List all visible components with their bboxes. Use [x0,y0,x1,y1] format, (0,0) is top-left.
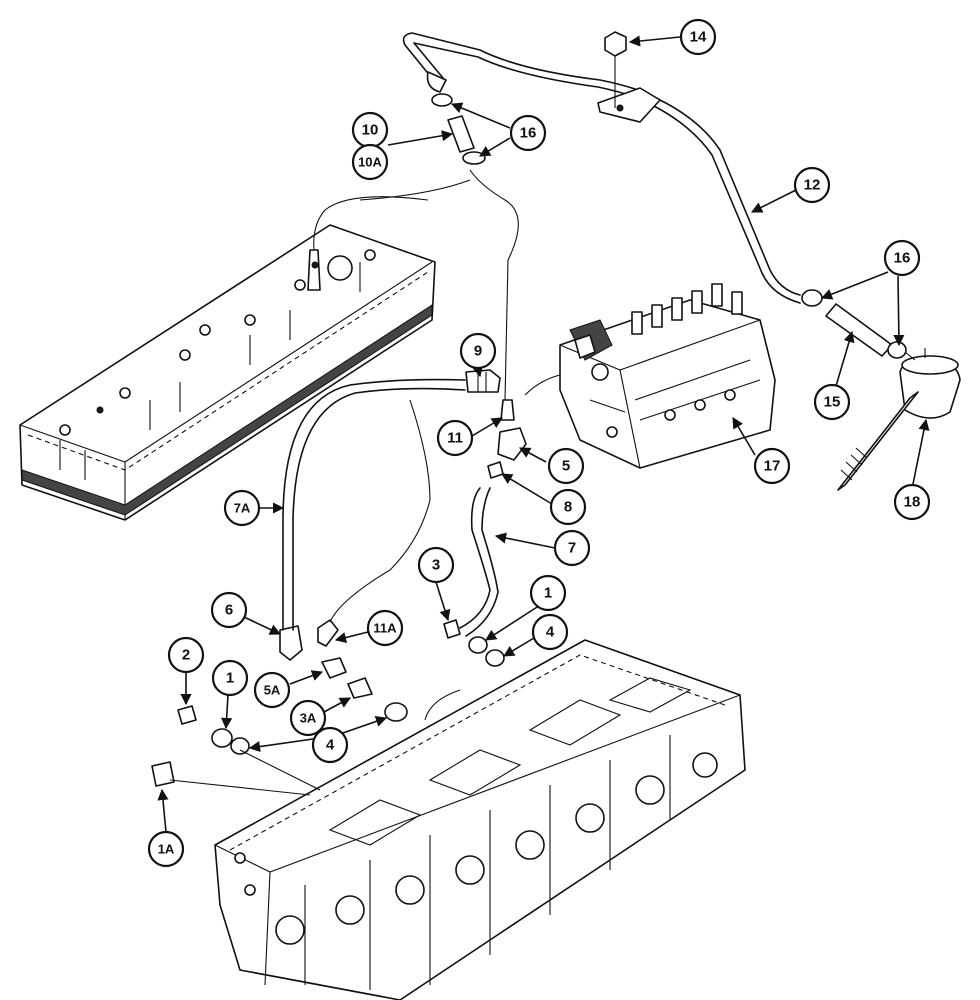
callout-18: 18 [893,483,931,521]
callout-16-right: 16 [883,239,921,277]
callout-1a: 1A [147,830,185,868]
callout-12: 12 [793,166,831,204]
callout-15: 15 [813,383,851,421]
callout-8-label: 8 [564,499,572,516]
callout-11-label: 11 [447,430,463,447]
callout-4-right-label: 4 [546,624,555,641]
callout-2-label: 2 [182,647,190,664]
callout-10a: 10A [351,143,389,181]
callout-1-right: 1 [529,574,567,612]
callout-17: 17 [753,447,791,485]
callout-11a-label: 11A [373,621,397,636]
callout-9-label: 9 [474,343,482,360]
leader-lines [157,35,930,833]
callout-11a: 11A [366,609,404,647]
callout-17-label: 17 [764,458,781,475]
callout-5: 5 [547,447,585,485]
valve-cover [19,224,436,521]
callout-8: 8 [549,488,587,526]
callout-16-top: 16 [509,114,547,152]
callout-7-label: 7 [568,540,576,557]
callout-9: 9 [459,332,497,370]
fittings [151,369,527,787]
callout-16-right-label: 16 [894,250,911,267]
callout-10: 10 [351,111,389,149]
pump-delivery-valves [631,283,743,335]
callout-6-label: 6 [225,602,233,619]
callout-7: 7 [553,529,591,567]
callout-7a: 7A [223,489,261,527]
callout-2: 2 [167,636,205,674]
callout-14: 14 [679,18,717,56]
callout-4-left: 4 [311,726,349,764]
callout-3: 3 [417,546,455,584]
hoses [282,378,499,637]
breather-tube [402,31,801,304]
cylinder-head [169,639,746,1000]
callout-15-label: 15 [824,394,841,411]
injection-pump [524,283,776,469]
callout-3-label: 3 [432,557,440,574]
callout-1a-label: 1A [158,842,175,857]
callout-1-right-label: 1 [544,585,552,602]
callout-5-label: 5 [562,458,570,475]
callout-1-left: 1 [211,659,249,697]
callout-6: 6 [210,591,248,629]
hose-10 [313,93,519,401]
callout-1-left-label: 1 [226,670,234,687]
callout-5a: 5A [253,671,291,709]
breather-valve-18 [837,348,961,491]
callout-10a-label: 10A [358,155,382,170]
callout-5a-label: 5A [264,683,281,698]
hose-15 [801,289,907,359]
callout-11: 11 [436,419,474,457]
callout-3a: 3A [289,699,327,737]
callout-4-right: 4 [531,613,569,651]
callout-16-top-label: 16 [520,125,537,142]
callout-14-label: 14 [690,29,707,46]
callout-12-label: 12 [804,177,821,194]
callout-18-label: 18 [904,494,921,511]
callout-7a-label: 7A [234,501,251,516]
callout-3a-label: 3A [300,711,317,726]
callout-10-label: 10 [362,122,379,139]
callout-4-left-label: 4 [326,737,335,754]
